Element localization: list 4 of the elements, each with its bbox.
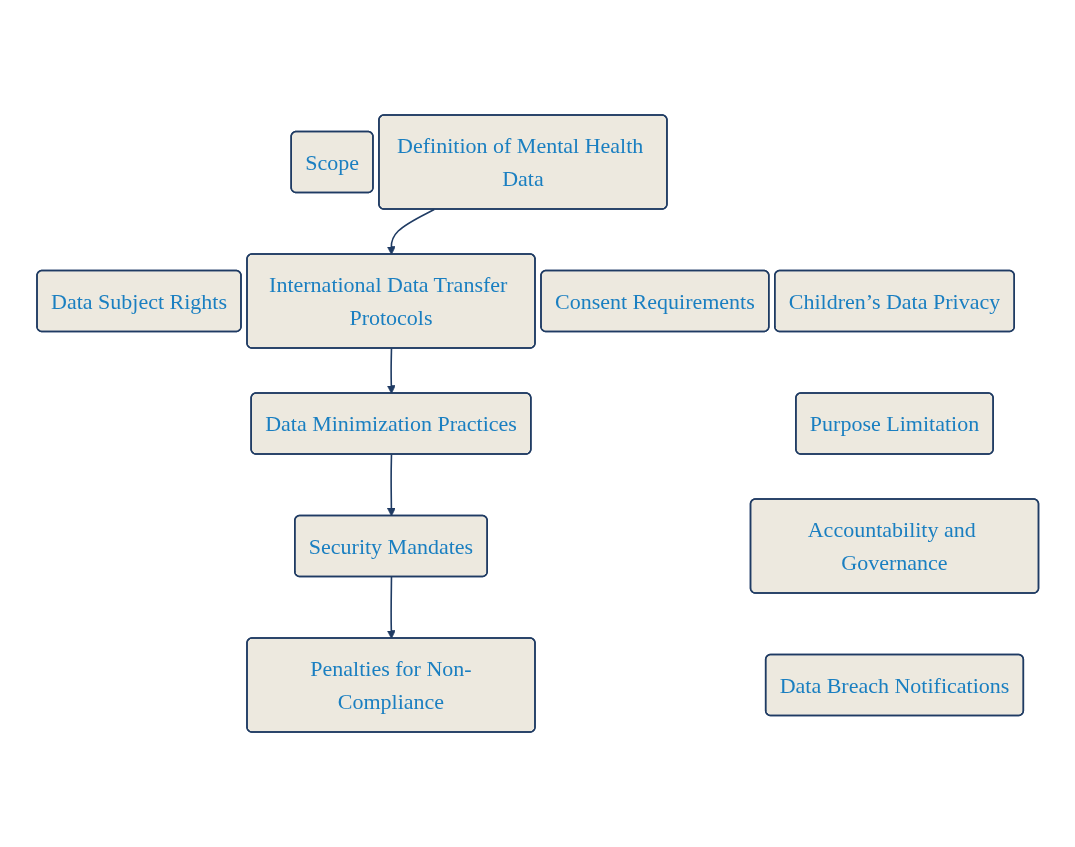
arrow xyxy=(386,208,435,255)
arrow xyxy=(386,576,396,639)
arrow xyxy=(386,347,396,394)
arrow xyxy=(386,453,396,517)
